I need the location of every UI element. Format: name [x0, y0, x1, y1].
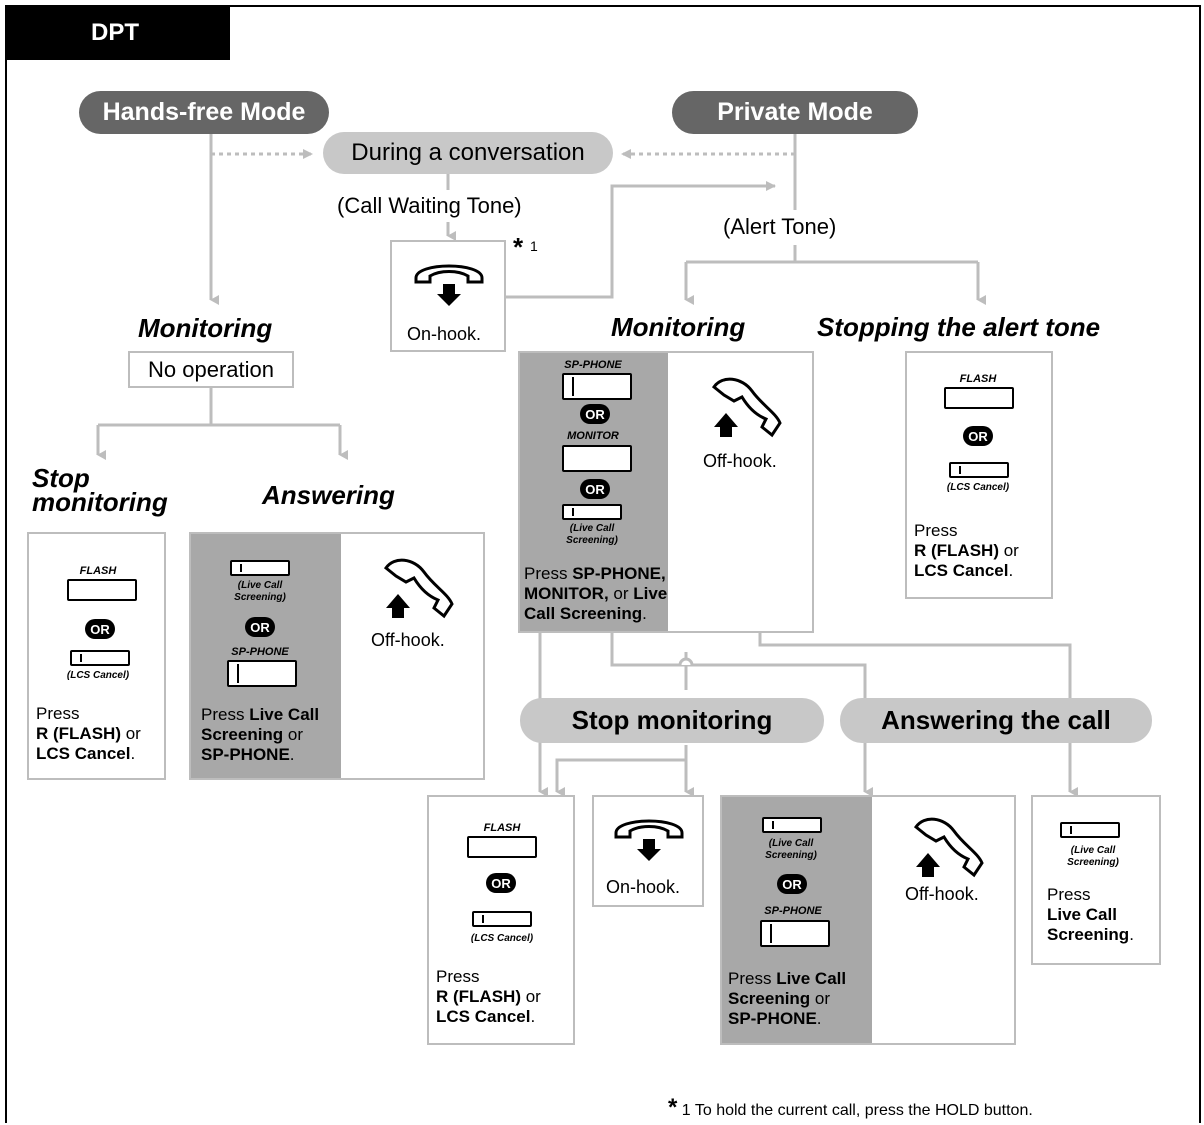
sp-phone-button[interactable] [227, 660, 297, 687]
bottom-stop-monitoring-box: FLASH OR (LCS Cancel) Press R (FLASH) or… [427, 795, 575, 1045]
stop-alert-tone-box: FLASH OR (LCS Cancel) Press R (FLASH) or… [905, 351, 1053, 599]
during-conversation-pill: During a conversation [323, 132, 613, 174]
right-monitor-instruction: Press SP-PHONE, MONITOR, or Live Call Sc… [524, 564, 668, 623]
handset-down-icon [614, 819, 684, 861]
footnote: * 1 To hold the current call, press the … [668, 1094, 1033, 1121]
live-call-screening-button[interactable] [230, 560, 290, 576]
left-answer-instruction: Press Live Call Screening or SP-PHONE. [201, 705, 320, 764]
flash-button[interactable] [944, 387, 1014, 409]
or-badge: OR [777, 874, 807, 894]
live-call-screening-button[interactable] [762, 817, 822, 833]
flash-button[interactable] [67, 579, 137, 601]
no-operation-box: No operation [128, 351, 294, 388]
left-stop-instruction: Press R (FLASH) or LCS Cancel. [36, 704, 141, 763]
stop-alert-instruction: Press R (FLASH) or LCS Cancel. [914, 521, 1019, 580]
alert-tone-label: (Alert Tone) [723, 214, 837, 239]
or-badge: OR [245, 617, 275, 637]
call-waiting-tone-label: (Call Waiting Tone) [337, 193, 522, 218]
private-mode-pill: Private Mode [672, 91, 918, 134]
stopping-alert-tone-heading: Stopping the alert tone [817, 312, 1101, 342]
bottom-answer-instruction: Press Live Call Screening or SP-PHONE. [728, 969, 847, 1028]
hands-free-mode-pill: Hands-free Mode [79, 91, 329, 134]
lcs-cancel-button[interactable] [70, 650, 130, 666]
lcs-cancel-button[interactable] [472, 911, 532, 927]
or-badge: OR [963, 426, 993, 446]
left-stop-monitoring-box: FLASH OR (LCS Cancel) Press R (FLASH) or… [27, 532, 166, 780]
or-badge: OR [580, 404, 610, 424]
left-monitoring-heading: Monitoring [138, 313, 273, 343]
handset-up-icon [711, 377, 782, 438]
live-call-screening-button[interactable] [562, 504, 622, 520]
handset-up-icon [913, 817, 984, 878]
on-hook-box-top: On-hook. [390, 240, 506, 352]
handset-up-icon [383, 558, 454, 619]
bottom-stop-instruction: Press R (FLASH) or LCS Cancel. [436, 967, 541, 1026]
left-answering-heading: Answering [262, 480, 395, 510]
footnote-star: * [513, 232, 524, 262]
sp-phone-button[interactable] [760, 920, 830, 947]
dpt-tab: DPT [5, 5, 230, 60]
lcs-cancel-button[interactable] [949, 462, 1009, 478]
stop-monitoring-pill: Stop monitoring [520, 698, 824, 743]
handset-down-icon [414, 264, 484, 306]
or-badge: OR [580, 479, 610, 499]
diagram-frame [5, 5, 1201, 1123]
or-badge: OR [486, 873, 516, 893]
sp-phone-button[interactable] [562, 373, 632, 400]
or-badge: OR [85, 619, 115, 639]
bottom-on-hook-box: On-hook. [592, 795, 704, 907]
bottom-live-instruction: Press Live Call Screening. [1047, 885, 1134, 944]
footnote-ref: 1 [530, 238, 538, 254]
answering-call-pill: Answering the call [840, 698, 1152, 743]
monitor-button[interactable] [562, 445, 632, 472]
flash-button[interactable] [467, 836, 537, 858]
live-call-screening-button[interactable] [1060, 822, 1120, 838]
right-monitoring-heading: Monitoring [611, 312, 746, 342]
